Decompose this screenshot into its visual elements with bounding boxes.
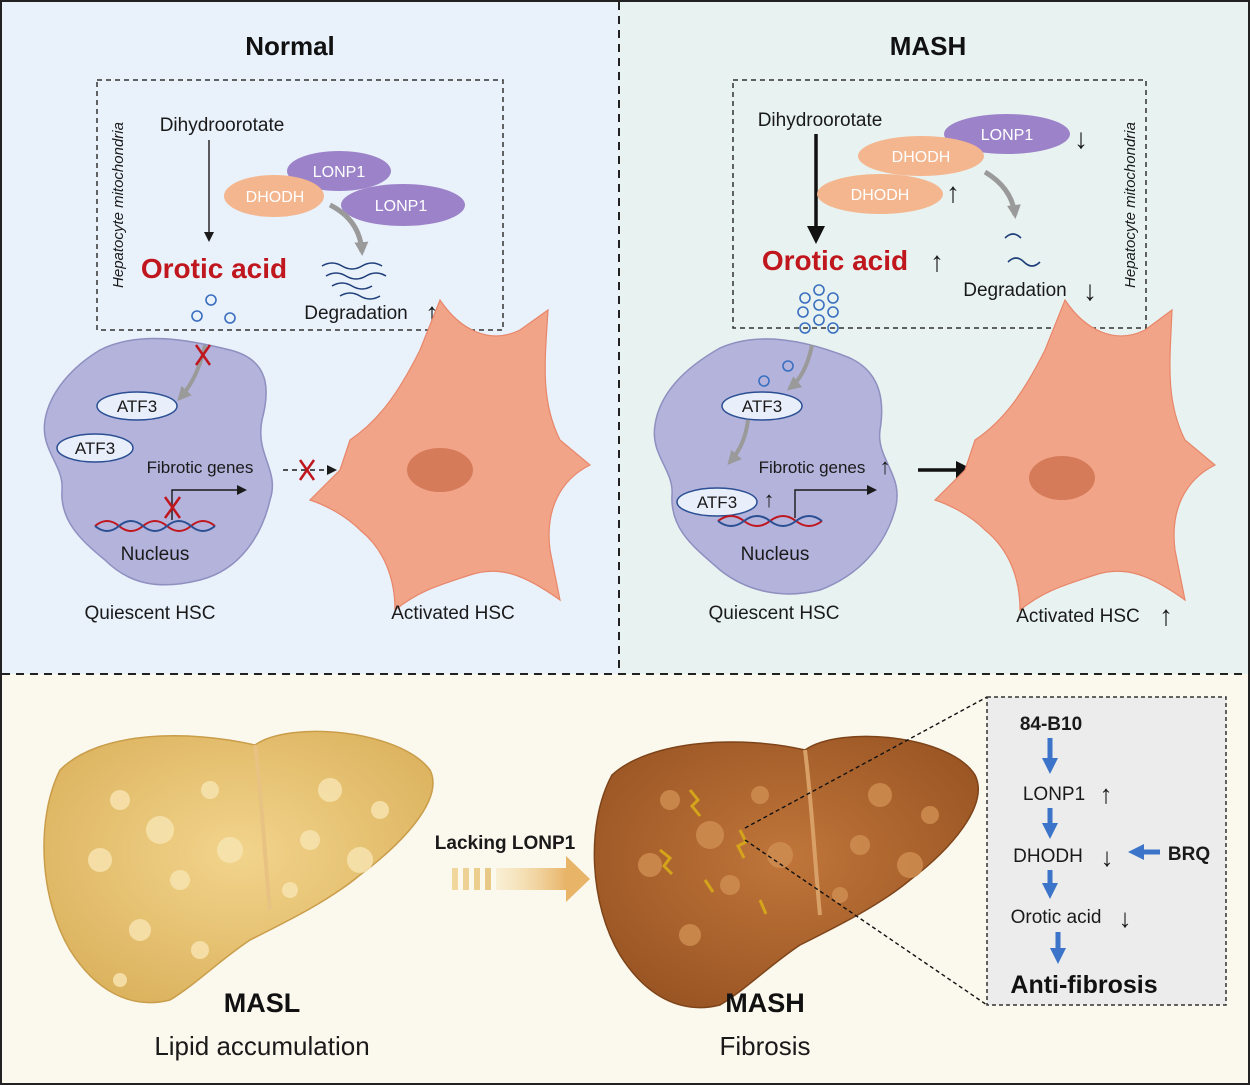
- therapy-step-3-down: ↓: [1119, 903, 1132, 933]
- normal-mito-box: [96, 79, 504, 331]
- mash-liver-droplets: [638, 783, 939, 946]
- normal-activation-block-mark: [298, 459, 316, 481]
- mash-activated-up: ↑: [1159, 600, 1173, 631]
- mash-lonp1-down: ↓: [1074, 123, 1088, 154]
- normal-orotate-molecules: [191, 294, 236, 324]
- mash-cell-molecules: [758, 360, 794, 387]
- mash-uptake-arrow: [786, 344, 814, 391]
- mash-degradation-label: Degradation: [963, 280, 1067, 301]
- mash-dhodh-up: ↑: [946, 177, 960, 208]
- normal-lonp1-top: [287, 151, 391, 191]
- mash-lonp1-label: LONP1: [981, 127, 1034, 144]
- mash-quiescent-label: Quiescent HSC: [709, 603, 840, 624]
- mash-dhodh-top-label: DHODH: [892, 149, 951, 166]
- mash-activated-nucleus: [1029, 456, 1095, 500]
- normal-mito-label: Hepatocyte mitochondria: [110, 122, 127, 288]
- therapy-step-1: LONP1: [1023, 784, 1085, 805]
- normal-blocked-arrow: [177, 344, 207, 401]
- mash-orotic-up: ↑: [930, 246, 944, 277]
- mash-activated-hsc: [933, 298, 1217, 612]
- normal-fibrotic-genes: Fibrotic genes: [147, 458, 254, 477]
- mash-atf3-top-label: ATF3: [742, 397, 782, 416]
- normal-atf3-bottom-label: ATF3: [75, 439, 115, 458]
- therapy-inhibitor: BRQ: [1168, 844, 1210, 865]
- normal-atf3-top-label: ATF3: [117, 397, 157, 416]
- normal-lonp1-bottom-label: LONP1: [375, 198, 428, 215]
- normal-orotic-acid: Orotic acid: [141, 253, 287, 284]
- therapy-box: [986, 696, 1227, 1006]
- mash-atf3-top: [721, 391, 803, 421]
- mash-nucleus: Nucleus: [741, 544, 810, 565]
- mash-translocation-arrow: [727, 419, 750, 466]
- mash-mito-box: [732, 79, 1147, 329]
- mash-substrate: Dihydroorotate: [758, 110, 883, 131]
- mash-degraded-fragments: [1004, 233, 1041, 267]
- mash-fibrosis-marks: [659, 789, 768, 915]
- normal-quiescent-label: Quiescent HSC: [85, 603, 216, 624]
- normal-degraded-fragments: [321, 262, 387, 300]
- mash-orotic-acid: Orotic acid: [762, 245, 908, 276]
- mash-activated-label: Activated HSC: [1016, 606, 1140, 627]
- normal-lonp1-top-label: LONP1: [313, 164, 366, 181]
- mash-degradation-arrow: [983, 169, 1021, 219]
- normal-activated-label: Activated HSC: [391, 603, 515, 624]
- mash-gene-arrow: [794, 485, 877, 518]
- mash-atf3-bottom: [676, 487, 758, 517]
- masl-ligament: [253, 744, 272, 911]
- therapy-outcome: Anti-fibrosis: [1010, 971, 1157, 999]
- transition-arrow: [452, 856, 590, 902]
- normal-substrate: Dihydroorotate: [160, 115, 285, 136]
- mash-dhodh-bottom: [817, 174, 943, 214]
- mash-liver-title: MASH: [725, 988, 805, 1018]
- normal-dhodh: [224, 175, 324, 217]
- mash-dna: [717, 515, 823, 527]
- mash-lonp1: [944, 114, 1070, 154]
- transition-label: Lacking LONP1: [435, 833, 576, 854]
- therapy-step-3: Orotic acid: [1011, 907, 1102, 928]
- mash-title: MASH: [890, 31, 967, 61]
- mash-liver-ligament: [803, 749, 822, 916]
- masl-subtitle: Lipid accumulation: [154, 1031, 369, 1061]
- mash-dhodh-bottom-label: DHODH: [851, 187, 910, 204]
- normal-degradation-arrow: [328, 202, 369, 256]
- mash-dhodh-top: [858, 136, 984, 176]
- normal-atf3-top: [96, 391, 178, 421]
- mash-quiescent-hsc: [653, 338, 898, 595]
- mash-atf3-bottom-label: ATF3: [697, 493, 737, 512]
- masl-title: MASL: [224, 988, 301, 1018]
- normal-title: Normal: [245, 31, 335, 61]
- mash-orotate-molecules: [797, 284, 839, 334]
- therapy-step-1-up: ↑: [1100, 779, 1113, 809]
- therapy-step-2: DHODH: [1013, 846, 1083, 867]
- mash-mito-label: Hepatocyte mitochondria: [1122, 122, 1139, 288]
- therapy-step-2-down: ↓: [1101, 842, 1114, 872]
- normal-gene-block-mark: [163, 496, 182, 519]
- mash-degradation-down: ↓: [1083, 275, 1097, 306]
- normal-degradation-label: Degradation: [304, 303, 408, 324]
- masl-fat-droplets: [88, 778, 389, 987]
- mash-atf3-up: ↑: [764, 487, 775, 512]
- mash-genes-up: ↑: [880, 454, 891, 479]
- therapy-drug: 84-B10: [1020, 714, 1082, 735]
- normal-dhodh-label: DHODH: [246, 189, 305, 206]
- normal-lonp1-bottom: [341, 184, 465, 226]
- normal-activated-nucleus: [407, 448, 473, 492]
- normal-dna: [94, 520, 216, 532]
- normal-atf3-bottom: [56, 433, 134, 463]
- normal-block-mark: [194, 344, 212, 366]
- normal-nucleus: Nucleus: [121, 544, 190, 565]
- mash-liver-subtitle: Fibrosis: [719, 1031, 810, 1061]
- zoom-line-top: [744, 696, 988, 829]
- mash-fibrotic-genes: Fibrotic genes: [759, 458, 866, 477]
